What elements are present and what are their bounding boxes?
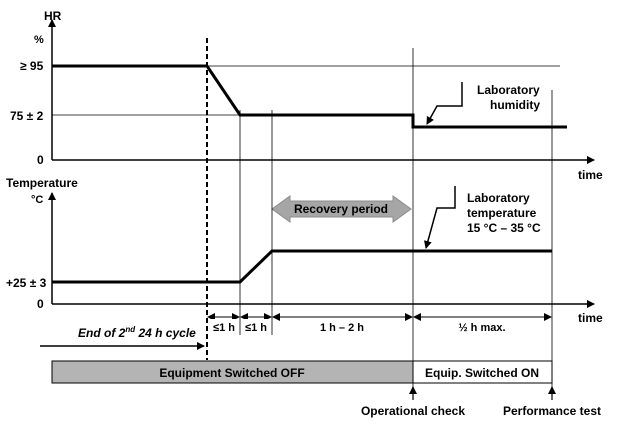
- time-markers: [206, 38, 553, 390]
- interval-label-bg-1: [210, 319, 238, 335]
- interval-label-4: ½ h max.: [458, 322, 505, 334]
- operational-check-label: Operational check: [361, 404, 465, 418]
- equipment-on-phase: [412, 360, 553, 384]
- hr-tick-95: ≥ 95: [20, 59, 44, 73]
- hr-y-unit: %: [34, 34, 44, 46]
- interval-dimensions: ≤1 h ≤1 h 1 h – 2 h ½ h max.: [207, 313, 552, 335]
- temp-y-unit: °C: [31, 194, 43, 206]
- phase-bar: Equipment Switched OFF Equip. Switched O…: [51, 360, 553, 384]
- temp-y-title: Temperature: [6, 176, 78, 190]
- interval-label-3: 1 h – 2 h: [320, 322, 364, 334]
- humidity-label: Laboratory humidity: [477, 83, 543, 112]
- hr-x-label: time: [578, 168, 603, 182]
- interval-label-bg-2: [242, 319, 270, 335]
- interval-label-1: ≤1 h: [213, 322, 235, 334]
- hr-curve: [52, 64, 567, 129]
- temperature-label: Laboratory temperature 15 °C – 35 °C: [467, 191, 541, 235]
- temp-curve: [52, 249, 552, 284]
- recovery-period-label: Recovery period: [294, 202, 388, 216]
- performance-test-label: Performance test: [503, 404, 601, 418]
- equipment-off-label: Equipment Switched OFF: [159, 366, 304, 380]
- hr-tick-75: 75 ± 2: [10, 109, 44, 123]
- temp-x-label: time: [578, 311, 603, 325]
- temperature-callout-line: [423, 186, 456, 249]
- hr-tick-0: 0: [37, 153, 44, 167]
- checkpoints: Operational check Performance test: [361, 386, 601, 418]
- temp-tick-25: +25 ± 3: [6, 276, 47, 290]
- end-of-cycle: End of 2nd 24 h cycle: [40, 325, 205, 350]
- hr-y-title: HR: [44, 9, 62, 23]
- temp-tick-0: 0: [37, 297, 44, 311]
- recovery-period-arrow: [271, 195, 412, 223]
- humidity-callout-line: [426, 82, 463, 125]
- temperature-plot: Temperature °C +25 ± 3 0 time Laboratory…: [6, 176, 603, 325]
- humidity-plot: HR % ≥ 95 75 ± 2 0 time Laboratory humid…: [10, 9, 603, 182]
- interval-label-2: ≤1 h: [245, 322, 267, 334]
- equipment-on-label: Equip. Switched ON: [425, 366, 539, 380]
- end-of-cycle-label: End of 2nd 24 h cycle: [78, 325, 196, 340]
